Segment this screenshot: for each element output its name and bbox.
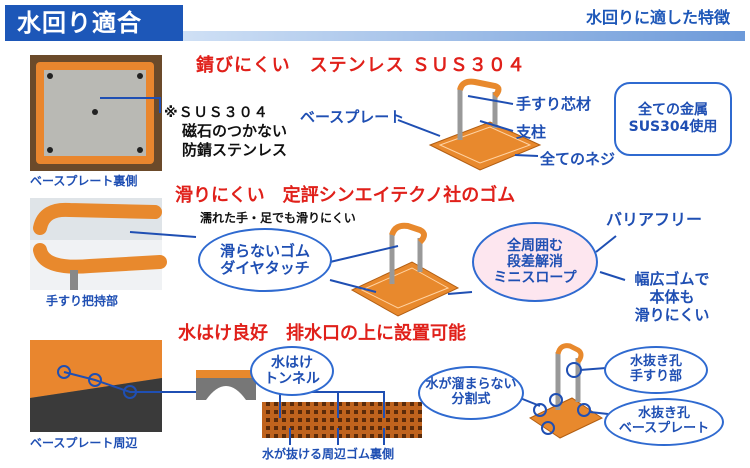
label-base-plate: ベースプレート xyxy=(300,108,405,126)
label-handrail-core: 手すり芯材 xyxy=(516,95,592,113)
bubble1-line1: 滑らないゴム xyxy=(219,241,310,260)
rubber-caption: 水が抜ける周辺ゴム裏側 xyxy=(262,447,395,461)
base-plate-photo xyxy=(30,55,162,171)
metal-box: 全ての金属 SUS304使用 xyxy=(614,82,732,156)
no-pooling-bubble: 水が溜まらない 分割式 xyxy=(418,366,524,420)
title-stripe xyxy=(183,31,745,41)
mini-slope-bubble: 全周囲む 段差解消 ミニスロープ xyxy=(472,222,598,302)
section1-heading: 錆びにくい ステンレス ＳＵＳ３０４ xyxy=(196,55,526,76)
handrail-grip-photo xyxy=(30,198,167,290)
section3-heading: 水はけ良好 排水口の上に設置可能 xyxy=(178,323,466,344)
wide-rubber-text: 幅広ゴムで 本体も 滑りにくい xyxy=(622,270,722,324)
handrail-illustration-1 xyxy=(428,78,542,171)
bubble2-line2: 段差解消 xyxy=(507,253,563,270)
drain-base-bubble: 水抜き孔 ベースプレート xyxy=(604,398,724,446)
tunnel-line2: トンネル xyxy=(264,371,320,387)
bubble2-line1: 全周囲む xyxy=(507,237,563,254)
diamond-touch-bubble: 滑らないゴム ダイヤタッチ xyxy=(198,228,332,292)
section2-sub: 濡れた手・足でも滑りにくい xyxy=(200,211,356,225)
tunnel-bubble: 水はけ トンネル xyxy=(250,346,334,396)
wide-rubber-line2: 本体も xyxy=(649,288,695,306)
page-title: 水回り適合 xyxy=(5,5,183,41)
drain-handrail-bubble: 水抜き孔 手すり部 xyxy=(604,346,708,394)
tunnel-cross-section xyxy=(196,370,256,400)
no-pool-line1: 水が溜まらない xyxy=(425,377,517,393)
drain-handrail-line1: 水抜き孔 xyxy=(629,354,682,370)
no-pool-line2: 分割式 xyxy=(451,392,491,407)
bubble2-line3: ミニスロープ xyxy=(493,270,577,287)
bubble1-line2: ダイヤタッチ xyxy=(220,259,310,277)
tunnel-line1: 水はけ xyxy=(271,354,313,371)
material-code: ※ＳＵＳ３０４ xyxy=(164,105,269,121)
material-line1: 磁石のつかない xyxy=(182,122,288,140)
handrail-illustration-2 xyxy=(350,222,460,317)
drain-handrail-line2: 手すり部 xyxy=(629,369,682,384)
handrail-illustration-3 xyxy=(528,343,604,439)
label-post: 支柱 xyxy=(516,123,547,141)
wide-rubber-line1: 幅広ゴムで xyxy=(634,270,710,288)
drain-base-line1: 水抜き孔 xyxy=(637,406,690,422)
material-line2: 防錆ステンレス xyxy=(182,141,288,159)
barrier-free-label: バリアフリー xyxy=(606,210,703,229)
rubber-mat-strip xyxy=(262,402,422,438)
base-plate-surroundings-photo xyxy=(30,340,162,432)
label-screws: 全てのネジ xyxy=(540,150,616,168)
metal-box-line2: SUS304使用 xyxy=(628,119,718,135)
surroundings-caption: ベースプレート周辺 xyxy=(30,436,138,450)
grip-caption: 手すり把持部 xyxy=(46,294,119,308)
section2-heading: 滑りにくい 定評シンエイテクノ社のゴム xyxy=(175,185,516,206)
drain-base-line2: ベースプレート xyxy=(618,421,710,436)
metal-box-line1: 全ての金属 xyxy=(638,102,708,119)
header-subtitle: 水回りに適した特徴 xyxy=(585,8,730,27)
base-plate-caption: ベースプレート裏側 xyxy=(30,174,138,188)
wide-rubber-line3: 滑りにくい xyxy=(634,306,710,324)
